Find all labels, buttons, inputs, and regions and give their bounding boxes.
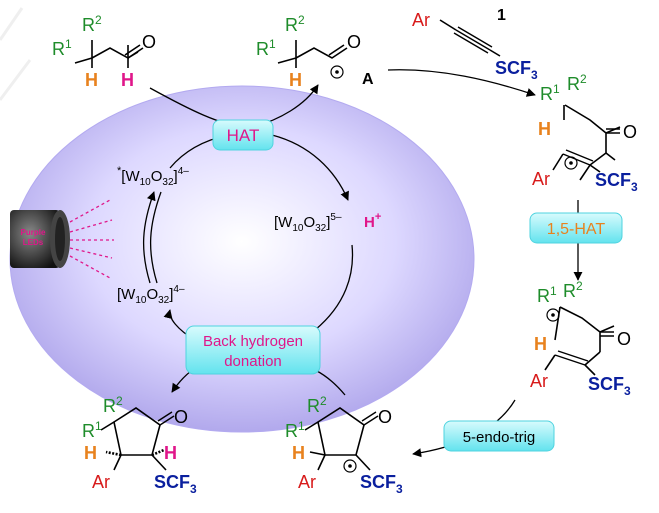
carbonyl-o: O (617, 329, 631, 349)
aryl-label: Ar (92, 472, 110, 492)
svg-text:SCF3: SCF3 (495, 58, 538, 82)
aryl-label: Ar (298, 472, 316, 492)
back-hydrogen-label-1: Back hydrogen (203, 333, 303, 350)
arrow-addition-to-alkyne (387, 69, 536, 97)
svg-text:H+: H+ (364, 211, 381, 231)
intermediate-label-A: A (362, 71, 374, 88)
carbonyl-o: O (347, 32, 361, 52)
back-hydrogen-label-2: donation (224, 353, 282, 370)
hat15-badge: 1,5-HAT (529, 212, 623, 244)
alkyne-1: 1 Ar SCF3 (412, 7, 538, 82)
cyclopentanone-radical-intermediate: R1 R2 O H Ar SCF3 (285, 394, 403, 496)
vinyl-radical-intermediate: R1 R2 H O Ar SCF3 (532, 72, 638, 194)
endo-trig-badge: 5-endo-trig (443, 420, 555, 452)
catalyst-reduced-state: [W10O32]5– H+ (274, 211, 381, 234)
carbonyl-o: O (174, 407, 188, 427)
hat-label: HAT (227, 126, 260, 145)
led-light-rays (69, 199, 114, 279)
compound-number-1: 1 (497, 7, 506, 24)
hat-badge: HAT (212, 119, 274, 151)
acyl-radical-A: R2 R1 H O A (256, 13, 374, 90)
svg-text:*[W10O32]4–: *[W10O32]4– (117, 165, 189, 188)
svg-text:R1: R1 (285, 419, 305, 441)
carbonyl-o: O (378, 407, 392, 427)
aryl-label: Ar (530, 371, 548, 391)
r1-label: R (52, 39, 65, 59)
svg-text:SCF3: SCF3 (154, 472, 197, 496)
arrow-ground-to-excited-2 (149, 191, 162, 284)
svg-text:R2: R2 (563, 279, 583, 301)
svg-text:SCF3: SCF3 (588, 374, 631, 398)
led-label-2: LEDs (23, 238, 44, 247)
radical-dot (546, 308, 560, 322)
r2-label: R (82, 15, 95, 35)
svg-text:R1: R1 (52, 37, 72, 59)
reactant-aldehyde: R2 R1 H H O (52, 13, 156, 90)
svg-text:R1: R1 (540, 82, 560, 104)
svg-text:R2: R2 (103, 394, 123, 416)
catalyst-excited-state: *[W10O32]4– (117, 165, 189, 188)
back-hydrogen-donation-badge: Back hydrogen donation (185, 325, 321, 375)
radical-dot (330, 65, 344, 79)
alkyl-radical-intermediate: R1 R2 H O Ar SCF3 (530, 279, 631, 398)
ring-h: H (292, 443, 305, 463)
alpha-h: H (289, 70, 302, 90)
alpha-h: H (85, 70, 98, 90)
hat15-label: 1,5-HAT (547, 221, 606, 238)
faint-watermark (0, 7, 32, 101)
aryl-label: Ar (412, 10, 430, 30)
svg-text:[W10O32]5–: [W10O32]5– (274, 212, 342, 234)
migrating-h: H (538, 119, 551, 139)
svg-text:R1: R1 (82, 419, 102, 441)
svg-text:[W10O32]4–: [W10O32]4– (117, 284, 185, 306)
scf3-label: SCF (495, 58, 531, 78)
catalyst-ground-state: [W10O32]4– (117, 284, 185, 306)
arrow-hat-to-reduced (271, 134, 349, 201)
svg-text:R2: R2 (567, 72, 587, 94)
svg-text:R2: R2 (82, 13, 102, 35)
ring-h-orange: H (84, 443, 97, 463)
endo-trig-label: 5-endo-trig (463, 429, 536, 446)
carbonyl-o: O (142, 32, 156, 52)
svg-text:R1: R1 (256, 37, 276, 59)
svg-text:SCF3: SCF3 (360, 472, 403, 496)
ring-h-magenta: H (164, 443, 177, 463)
product-cyclopentanone: R1 R2 O H H Ar SCF3 (82, 394, 197, 496)
arrow-reduced-to-back (314, 244, 354, 331)
carbonyl-o: O (623, 122, 637, 142)
svg-text:R2: R2 (307, 394, 327, 416)
led-label-1: Purple (21, 228, 46, 237)
svg-text:R2: R2 (285, 13, 305, 35)
svg-text:SCF3: SCF3 (595, 170, 638, 194)
aldehyde-h: H (121, 70, 134, 90)
purple-led-lamp: Purple LEDs (10, 199, 114, 279)
arrow-ground-to-excited (142, 191, 156, 284)
aryl-label: Ar (532, 169, 550, 189)
radical-dot (564, 156, 578, 170)
svg-text:R1: R1 (537, 284, 557, 306)
radical-dot (343, 459, 357, 473)
vinyl-h: H (534, 334, 547, 354)
